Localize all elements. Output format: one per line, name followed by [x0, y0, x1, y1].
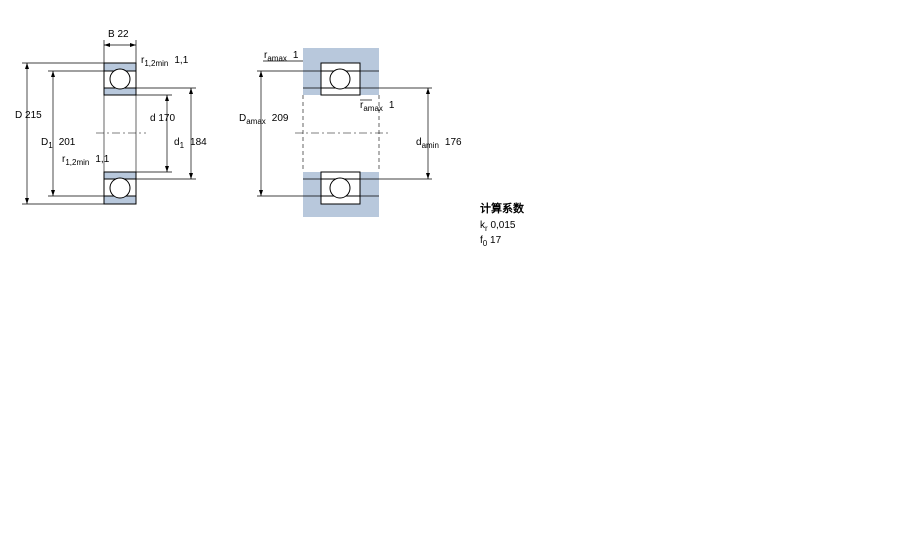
- dim-D-label: D 215: [15, 110, 42, 121]
- dim-B-label: B 22: [108, 29, 129, 40]
- mounting-arrowheads: [259, 71, 430, 196]
- mounting-dimensions: [257, 60, 432, 197]
- bearing-section: [96, 62, 146, 205]
- factors-title: 计算系数: [480, 202, 524, 215]
- housing-bottom: [303, 204, 379, 217]
- ball-top: [109, 68, 131, 90]
- ball-bottom: [109, 177, 131, 199]
- housing-left-top: [303, 63, 321, 95]
- mounting-section: [295, 48, 388, 217]
- dim-d-label: d 170: [150, 113, 175, 124]
- shaft-right-top: [360, 63, 379, 95]
- bearing-dimensions: [22, 40, 196, 205]
- housing-left-bottom: [303, 172, 321, 204]
- bearing-arrowheads: [25, 43, 193, 204]
- shaft-right-bottom: [360, 172, 379, 204]
- mount-ball-top: [329, 68, 351, 90]
- housing-top: [303, 48, 379, 63]
- factor-kr: kr 0,015: [480, 220, 516, 233]
- factor-f0: f0 17: [480, 235, 502, 248]
- mount-ball-bottom: [329, 177, 351, 199]
